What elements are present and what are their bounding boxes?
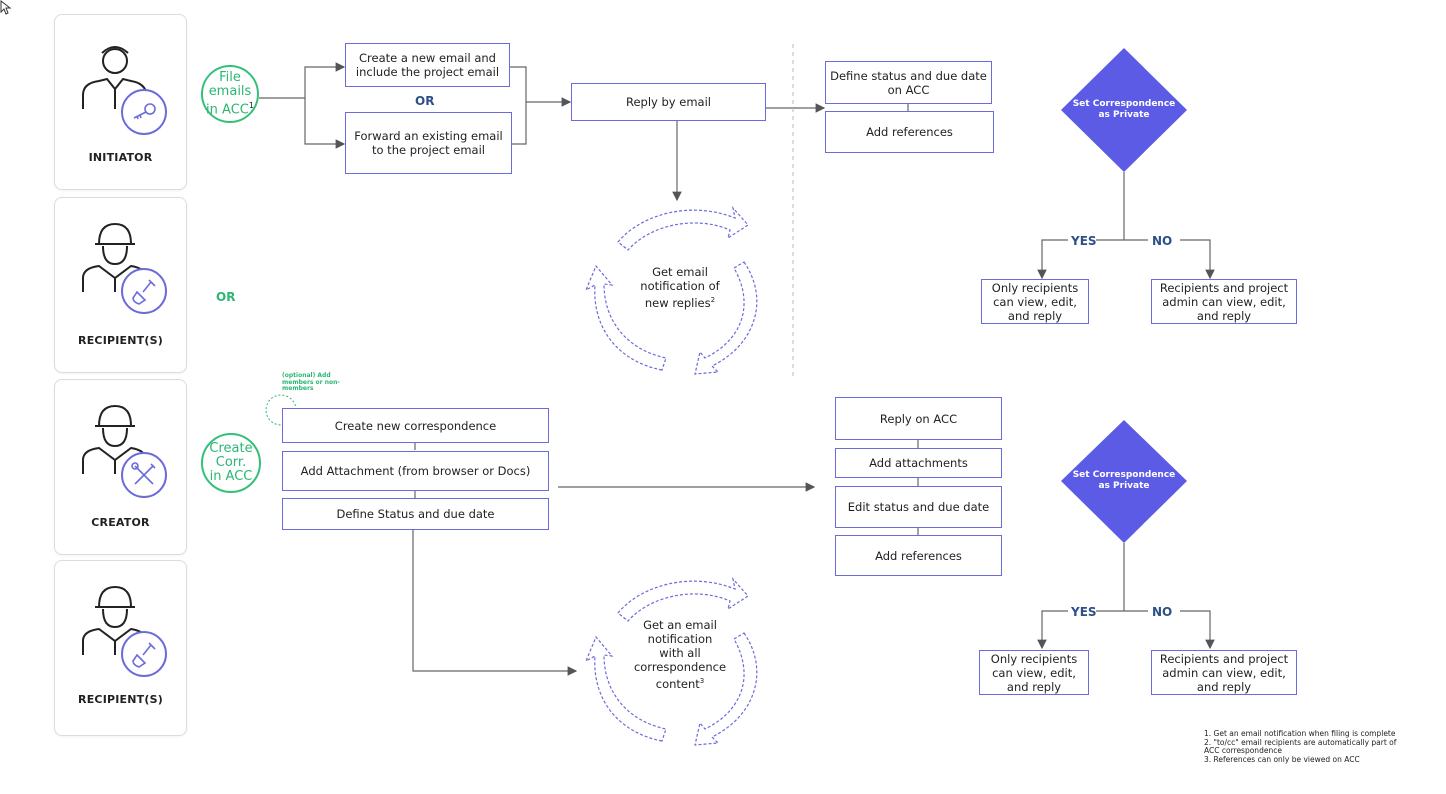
define-status-due-box: Define Status and due date [282, 498, 549, 530]
shovel-icon [121, 268, 167, 314]
footnote-2: 2. "to/cc" email recipients are automati… [1204, 737, 1397, 747]
recipient-card-top: RECIPIENT(S) [54, 197, 187, 373]
reply-acc-box: Reply on ACC [835, 397, 1002, 440]
footnote-3: 3. References can only be viewed on ACC [1204, 754, 1360, 764]
decision-diamond-bottom [1061, 420, 1187, 543]
add-references-box: Add references [825, 111, 994, 153]
cursor-icon [0, 0, 12, 15]
create-email-box: Create a new email and include the proje… [345, 43, 510, 87]
yes-result-top: Only recipients can view, edit, and repl… [981, 279, 1089, 324]
define-status-box: Define status and due date on ACC [825, 61, 992, 104]
shovel-icon [121, 631, 167, 677]
role-recipient-bottom: RECIPIENT(S) [78, 693, 163, 706]
initiator-card: INITIATOR [54, 14, 187, 190]
add-references-bottom-box: Add references [835, 535, 1002, 576]
cycle-top [584, 205, 758, 375]
edit-status-box: Edit status and due date [835, 486, 1002, 528]
role-recipient-top: RECIPIENT(S) [78, 334, 163, 347]
footnote-1: 1. Get an email notification when filing… [1204, 729, 1396, 738]
add-attachments-box: Add attachments [835, 448, 1002, 478]
role-creator: CREATOR [91, 516, 150, 529]
key-icon [121, 89, 167, 135]
optional-note: (optional) Add members or non-members [282, 372, 340, 392]
tools-icon [121, 452, 167, 498]
no-result-top: Recipients and project admin can view, e… [1151, 279, 1297, 324]
cycle-bottom [584, 576, 758, 746]
decision-diamond-top [1061, 48, 1187, 172]
creator-card: CREATOR [54, 379, 187, 555]
add-attachment-box: Add Attachment (from browser or Docs) [282, 451, 549, 491]
yes-label-top: YES [1071, 234, 1097, 248]
diamond-top-label: Set Correspondence as Private [1072, 99, 1176, 120]
diamond-bottom-label: Set Correspondence as Private [1072, 470, 1176, 491]
no-result-bottom: Recipients and project admin can view, e… [1151, 650, 1297, 695]
or-between-flows: OR [216, 290, 236, 304]
reply-by-email-box: Reply by email [571, 83, 766, 121]
create-correspondence-box: Create new correspondence [282, 408, 549, 443]
recipient-card-bottom: RECIPIENT(S) [54, 560, 187, 736]
role-initiator: INITIATOR [88, 151, 153, 164]
or-label-top: OR [415, 94, 435, 108]
footnotes: 1. Get an email notification when filing… [1204, 729, 1397, 764]
footnote-2b: ACC correspondence [1204, 746, 1282, 755]
worker-icon [82, 222, 148, 292]
person-icon [82, 46, 148, 109]
forward-email-box: Forward an existing email to the project… [345, 112, 512, 174]
no-label-top: NO [1152, 234, 1173, 248]
no-label-bottom: NO [1152, 605, 1173, 619]
yes-label-bottom: YES [1071, 605, 1097, 619]
yes-result-bottom: Only recipients can view, edit, and repl… [979, 650, 1089, 695]
